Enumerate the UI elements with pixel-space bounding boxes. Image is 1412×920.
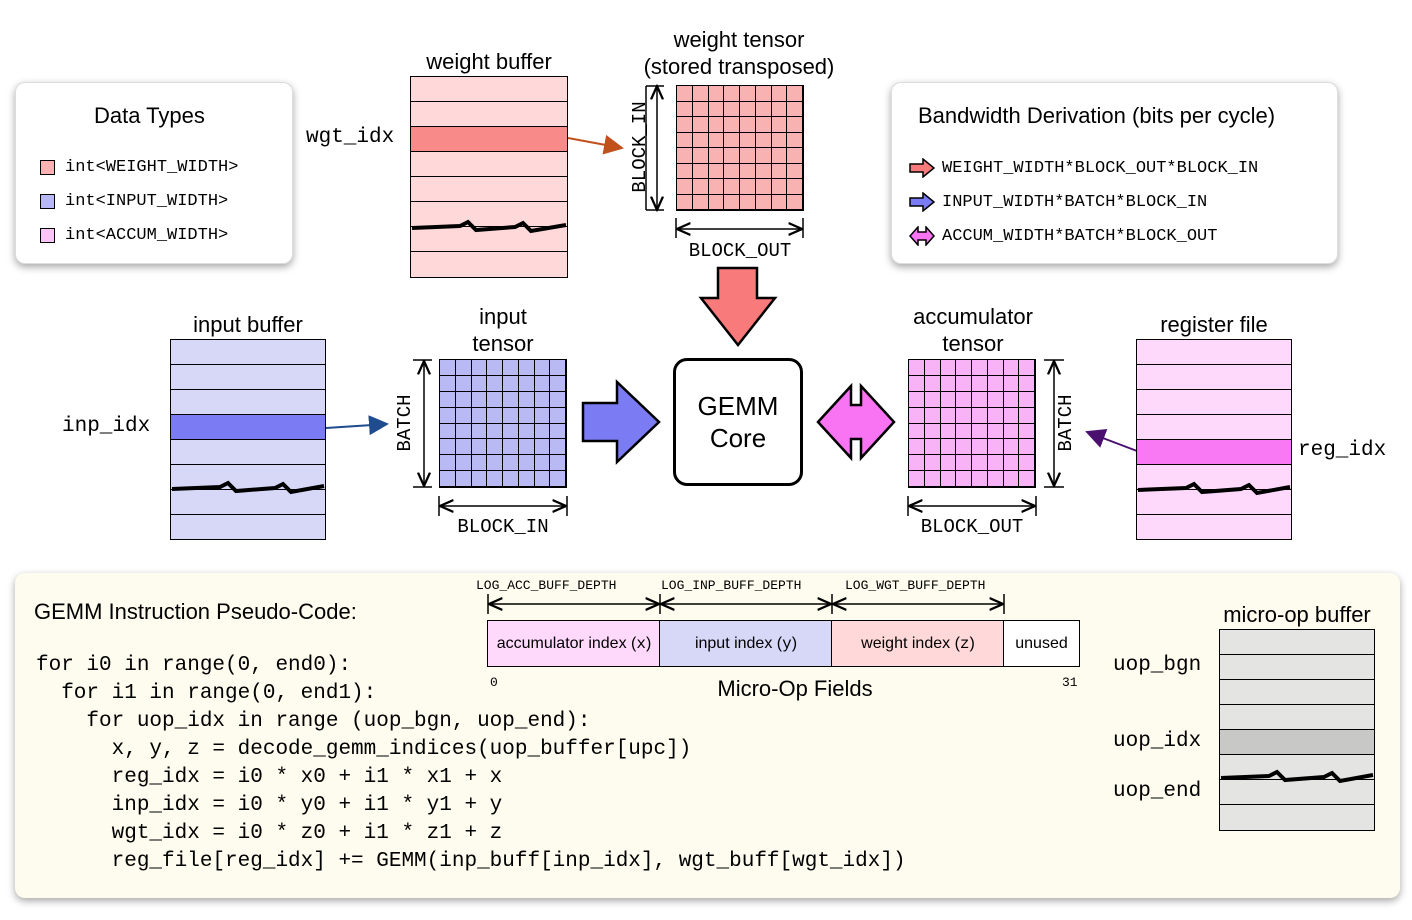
legend-label: int<INPUT_WIDTH> <box>65 192 229 211</box>
reg-idx-arrow <box>1085 429 1138 452</box>
weight-tensor-dim-horizontal: BLOCK_OUT <box>688 240 792 262</box>
register-file-title: register file <box>1160 312 1268 337</box>
weight-to-core-arrow <box>698 266 778 348</box>
bandwidth-label: WEIGHT_WIDTH*BLOCK_OUT*BLOCK_IN <box>942 158 1259 178</box>
input-to-core-arrow <box>581 379 661 465</box>
uop-buffer-title: micro-op buffer <box>1223 602 1371 627</box>
input-tensor-grid <box>439 359 567 488</box>
legend-item-accum: int<ACCUM_WIDTH> <box>40 226 228 245</box>
input-buffer-break-mark <box>171 480 325 495</box>
code-line: reg_idx = i0 * x0 + i1 * x1 + x <box>36 766 503 789</box>
bandwidth-title: Bandwidth Derivation (bits per cycle) <box>918 103 1276 128</box>
legend-item-weight: int<WEIGHT_WIDTH> <box>40 158 238 177</box>
register-file <box>1136 339 1292 540</box>
code-line: reg_file[reg_idx] += GEMM(inp_buff[inp_i… <box>36 850 906 873</box>
weight-tensor-grid <box>676 85 804 211</box>
weight-buffer-break-mark <box>411 219 567 234</box>
code-line: x, y, z = decode_gemm_indices(uop_buffer… <box>36 738 692 761</box>
weight-tensor-title: weight tensor (stored transposed) <box>643 27 835 79</box>
red-arrow-icon <box>909 158 936 178</box>
gemm-core-line1: GEMM <box>697 391 779 421</box>
data-types-title: Data Types <box>94 103 205 128</box>
bandwidth-item-input: INPUT_WIDTH*BATCH*BLOCK_IN <box>908 192 1207 212</box>
weight-buffer-title: weight buffer <box>426 49 552 74</box>
wgt-idx-label: wgt_idx <box>306 126 395 149</box>
weight-swatch-icon <box>40 160 55 175</box>
field-input-index: input index (y) <box>659 620 833 667</box>
input-tensor-title: input tensor <box>472 304 534 356</box>
register-file-break-mark <box>1137 481 1291 496</box>
wgt-idx-arrow <box>567 134 624 155</box>
accum-swatch-icon <box>40 228 55 243</box>
accum-tensor-title: accumulator tensor <box>913 304 1033 356</box>
field-weight-index: weight index (z) <box>831 620 1005 667</box>
input-buffer-title: input buffer <box>193 312 303 337</box>
input-buffer-selected-row <box>171 415 325 440</box>
data-types-panel: Data Types int<WEIGHT_WIDTH> int<INPUT_W… <box>15 82 293 264</box>
depth-label-inp: LOG_INP_BUFF_DEPTH <box>661 578 802 593</box>
weight-buffer-selected-row <box>411 127 567 152</box>
bandwidth-label: ACCUM_WIDTH*BATCH*BLOCK_OUT <box>942 226 1218 246</box>
uop-idx-label: uop_idx <box>1113 730 1202 753</box>
pink-double-arrow-icon <box>908 226 936 246</box>
bit-end-label: 31 <box>1062 675 1078 690</box>
bit-start-label: 0 <box>490 675 498 690</box>
bandwidth-label: INPUT_WIDTH*BATCH*BLOCK_IN <box>942 192 1208 212</box>
bandwidth-item-weight: WEIGHT_WIDTH*BLOCK_OUT*BLOCK_IN <box>908 158 1258 178</box>
gemm-core: GEMM Core <box>673 358 803 486</box>
micro-op-buffer <box>1219 629 1375 831</box>
gemm-core-line2: Core <box>709 423 767 453</box>
inp-idx-arrow <box>325 415 389 436</box>
weight-buffer <box>410 76 568 278</box>
legend-item-input: int<INPUT_WIDTH> <box>40 192 228 211</box>
code-line: wgt_idx = i0 * z0 + i1 * z1 + z <box>36 822 503 845</box>
bandwidth-item-accum: ACCUM_WIDTH*BATCH*BLOCK_OUT <box>908 226 1217 246</box>
legend-label: int<ACCUM_WIDTH> <box>65 226 229 245</box>
accum-tensor-dim-vertical: BATCH <box>1055 394 1077 452</box>
micro-op-dimension-lines <box>487 594 1005 614</box>
accum-tensor-grid <box>908 359 1036 488</box>
legend-label: int<WEIGHT_WIDTH> <box>65 158 239 177</box>
input-swatch-icon <box>40 194 55 209</box>
uop-end-label: uop_end <box>1113 780 1202 803</box>
accum-tensor-dim-horizontal: BLOCK_OUT <box>920 516 1024 538</box>
code-line: for i1 in range(0, end1): <box>36 682 377 705</box>
weight-tensor-dim-vertical: BLOCK_IN <box>629 101 651 193</box>
input-buffer <box>170 339 326 540</box>
input-tensor-dim-horizontal: BLOCK_IN <box>457 516 549 538</box>
micro-op-caption: Micro-Op Fields <box>717 676 873 701</box>
reg-idx-label: reg_idx <box>1298 439 1387 462</box>
code-line: for uop_idx in range (uop_bgn, uop_end): <box>36 710 591 733</box>
blue-arrow-icon <box>909 192 936 212</box>
bandwidth-panel: Bandwidth Derivation (bits per cycle) WE… <box>891 82 1338 264</box>
uop-bgn-label: uop_bgn <box>1113 654 1202 677</box>
pseudo-code-title: GEMM Instruction Pseudo-Code: <box>34 599 357 624</box>
uop-buffer-break-mark <box>1220 769 1374 784</box>
input-tensor-dim-vertical: BATCH <box>394 394 416 452</box>
code-line: for i0 in range(0, end0): <box>36 654 352 677</box>
field-accumulator-index: accumulator index (x) <box>487 620 661 667</box>
field-unused: unused <box>1003 620 1080 667</box>
register-file-selected-row <box>1137 440 1291 465</box>
inp-idx-label: inp_idx <box>62 415 151 438</box>
uop-buffer-selected-row <box>1220 730 1374 755</box>
depth-label-acc: LOG_ACC_BUFF_DEPTH <box>476 578 617 593</box>
code-line: inp_idx = i0 * y0 + i1 * y1 + y <box>36 794 503 817</box>
depth-label-wgt: LOG_WGT_BUFF_DEPTH <box>845 578 986 593</box>
core-accum-double-arrow <box>816 382 896 462</box>
